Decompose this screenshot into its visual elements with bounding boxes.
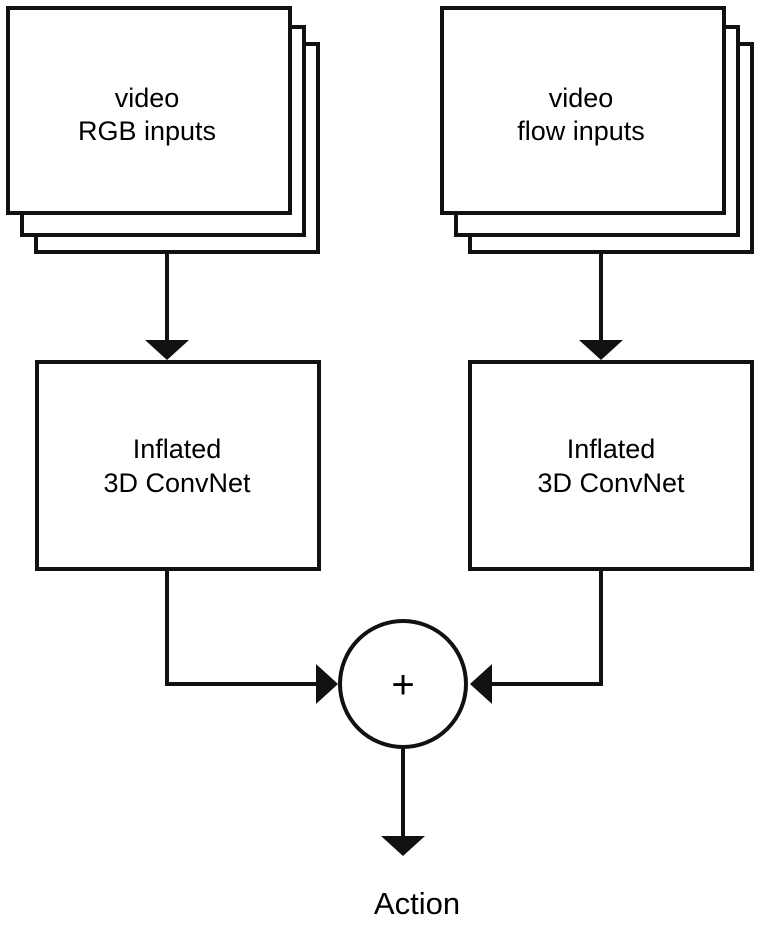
rgb-convnet-label-line1: Inflated [133,434,222,464]
flow-convnet-label-line2: 3D ConvNet [537,468,685,498]
rgb-input-label-line2: RGB inputs [78,116,216,146]
flow-to-fusion-arrow-head [470,664,492,704]
flow-to-fusion-connector [470,569,603,704]
rgb-convnet-label-line2: 3D ConvNet [103,468,251,498]
flow-input-arrow-head [579,340,623,360]
fusion-plus-symbol: + [391,663,414,707]
rgb-convnet-box: Inflated 3D ConvNet [35,360,321,571]
flow-input-arrow [579,252,623,360]
output-arrow-head [381,836,425,856]
flow-frame-front [440,6,726,215]
rgb-convnet-rect [35,360,321,571]
flow-convnet-box: Inflated 3D ConvNet [468,360,754,571]
output-label: Action [374,886,460,921]
flow-input-label-line1: video [549,83,614,113]
output-arrow [381,747,425,856]
flow-input-stack: video flow inputs [440,6,754,254]
flow-convnet-label-line1: Inflated [567,434,656,464]
rgb-to-fusion-connector [165,569,338,704]
rgb-input-stack: video RGB inputs [6,6,320,254]
rgb-input-arrow-head [145,340,189,360]
rgb-to-fusion-line [165,569,318,686]
flow-convnet-rect [468,360,754,571]
rgb-input-label-line1: video [115,83,180,113]
flow-input-label-line2: flow inputs [517,116,645,146]
rgb-frame-front [6,6,292,215]
rgb-input-arrow [145,252,189,360]
fusion-node: + [338,619,468,749]
rgb-to-fusion-arrow-head [316,664,338,704]
flow-to-fusion-line [490,569,603,686]
